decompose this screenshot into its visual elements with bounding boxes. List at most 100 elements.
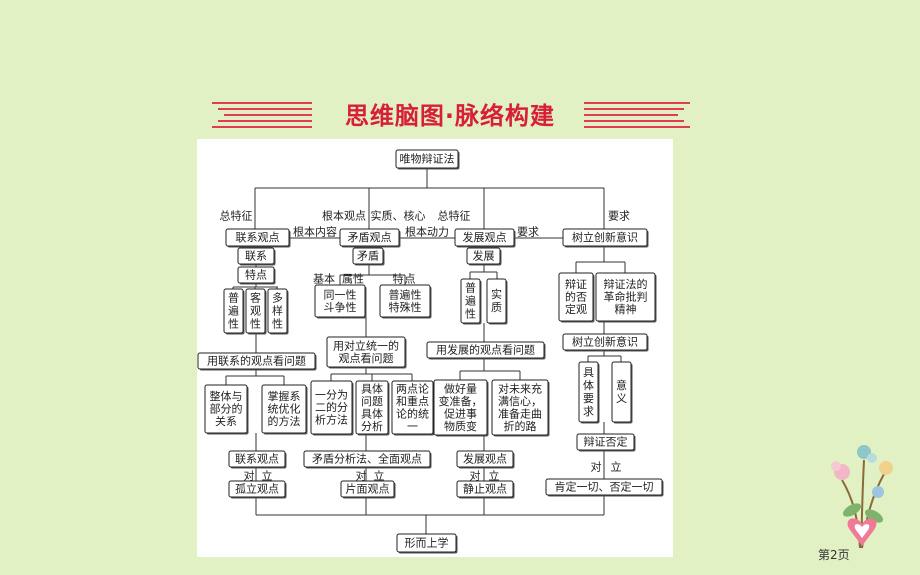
edge-label: 属性 — [342, 272, 364, 286]
node-box — [237, 247, 275, 265]
edge-label: 对 — [470, 469, 481, 483]
node-text: 普 — [465, 281, 476, 295]
node-text: 统优化 — [268, 402, 301, 416]
node-text: 问题 — [361, 395, 383, 408]
node-text: 遍 — [465, 295, 476, 308]
title-bar — [212, 96, 692, 136]
diagram-node-innov: 树立创新意识 — [562, 228, 649, 248]
node-box — [204, 384, 248, 434]
node-text: 两点论 — [396, 381, 429, 395]
node-text: 革命批判 — [604, 290, 648, 304]
node-box — [460, 278, 481, 324]
node-box — [303, 450, 431, 468]
node-text: 辩证否定 — [584, 435, 628, 449]
node-text: 矛盾 — [357, 250, 379, 263]
diagram-node-ct9: 片面观点 — [340, 480, 396, 499]
node-text: 唯物辩证法 — [400, 152, 455, 166]
diagram-node-in3: 树立创新意识 — [562, 333, 649, 352]
node-box — [595, 272, 656, 322]
node-text: 分析 — [361, 419, 383, 433]
node-box — [261, 384, 307, 434]
node-text: 具体 — [361, 406, 383, 420]
diagram-node-in7: 肯定一切、否定一切 — [545, 478, 664, 497]
title-stripe — [218, 108, 312, 110]
node-text: 斗争性 — [324, 300, 357, 314]
title-stripe — [584, 102, 690, 104]
node-text: 静止观点 — [463, 482, 507, 496]
node-text: 联系观点 — [235, 453, 279, 466]
node-text: 质 — [491, 301, 502, 314]
node-text: 联系观点 — [236, 231, 280, 244]
node-box — [237, 266, 275, 284]
node-text: 观 — [250, 305, 261, 318]
diagram-node-lk6: 用联系的观点看问题 — [197, 352, 317, 371]
diagram-node-lk9: 联系观点 — [228, 450, 287, 469]
node-text: 性 — [272, 317, 283, 331]
node-text: 义 — [616, 392, 627, 405]
flower-decoration-icon — [831, 445, 893, 549]
node-box — [340, 480, 395, 498]
diagram-node-link: 联系观点 — [225, 228, 291, 248]
title-stripe — [584, 108, 684, 110]
node-text: 的方法 — [268, 414, 301, 428]
diagram-node-lk1: 联系 — [237, 247, 276, 266]
node-box — [562, 333, 648, 351]
node-box — [426, 341, 545, 359]
diagram-node-dv2: 普遍性 — [460, 278, 482, 325]
diagram-node-lk4: 客观性 — [245, 288, 267, 335]
connector-lines — [225, 168, 626, 534]
node-box — [558, 272, 594, 322]
edge-label: 实质、核心 — [371, 209, 426, 223]
node-text: 用发展的观点看问题 — [436, 343, 535, 357]
node-box — [396, 533, 457, 553]
node-box — [228, 450, 286, 468]
diagram-node-lk2: 特点 — [237, 266, 276, 285]
node-text: 满信心， — [498, 395, 542, 408]
diagram-node-in6: 辩证否定 — [576, 433, 636, 452]
node-text: 客 — [250, 291, 261, 305]
edge-label: 点 — [405, 273, 416, 286]
edge-label: 对 — [244, 469, 255, 483]
node-text: 做好量 — [444, 381, 477, 395]
node-text: 物质变 — [444, 419, 477, 433]
diagram-node-dev: 发展观点 — [454, 228, 516, 248]
node-box — [611, 361, 632, 423]
node-box — [576, 433, 635, 451]
node-box — [228, 480, 286, 498]
node-text: 一 — [407, 420, 418, 433]
page-number: 第2页 — [818, 548, 850, 562]
edge-label: 根本内容 — [293, 225, 337, 239]
node-text: 普遍性 — [389, 287, 422, 301]
node-text: 析方法 — [315, 413, 348, 427]
diagram-node-dv7: 发展观点 — [456, 450, 515, 469]
diagram-node-dv8: 静止观点 — [456, 480, 515, 499]
node-text: 树立创新意识 — [572, 335, 638, 349]
title-stripe — [584, 120, 684, 122]
node-text: 掌握系 — [268, 389, 301, 403]
node-text: 性 — [228, 317, 239, 331]
edge-label: 总特征 — [220, 209, 253, 223]
node-text: 和重点 — [396, 394, 429, 408]
title-stripe — [218, 120, 312, 122]
edge-label: 立 — [489, 469, 500, 483]
edge-label: 总特征 — [438, 209, 471, 223]
node-text: 多 — [272, 291, 283, 305]
node-text: 折的路 — [504, 419, 537, 433]
node-text: 的否 — [565, 290, 587, 304]
node-text: 性 — [465, 307, 476, 321]
diagram-node-lk3: 普遍性 — [223, 288, 245, 335]
title-stripe — [212, 126, 312, 128]
node-text: 辩证 — [565, 277, 587, 291]
node-text: 二的分 — [315, 400, 348, 414]
node-text: 用联系的观点看问题 — [207, 354, 306, 368]
node-text: 发展 — [473, 249, 495, 263]
title-stripe — [212, 102, 312, 104]
node-text: 树立创新意识 — [572, 230, 638, 244]
